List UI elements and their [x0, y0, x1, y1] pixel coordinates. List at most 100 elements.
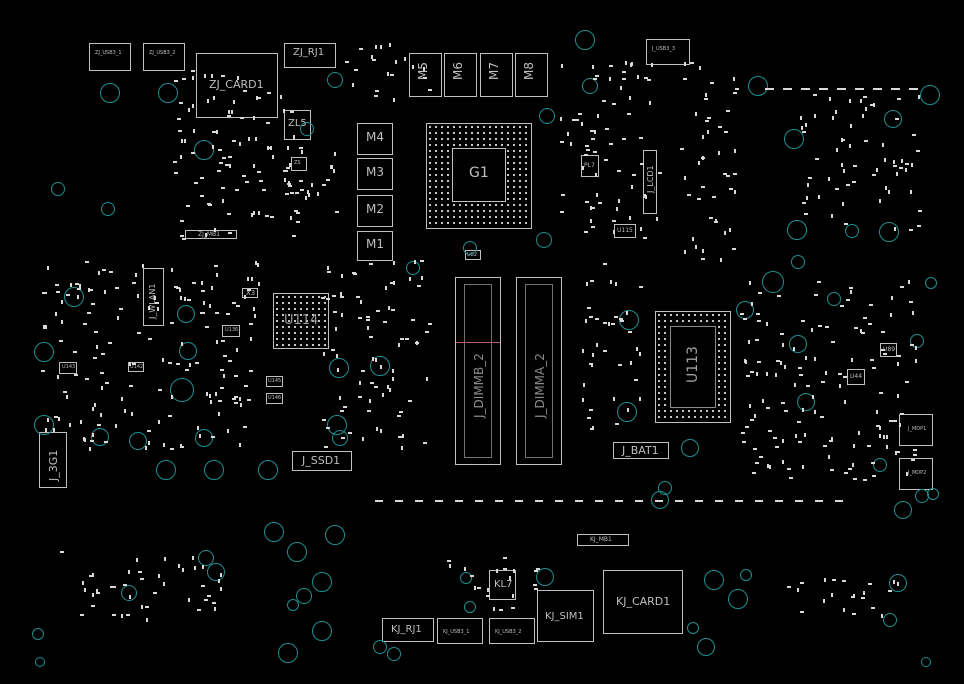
smd-pad — [97, 424, 102, 427]
smd-pad — [861, 114, 864, 119]
smd-pad — [375, 427, 378, 432]
smd-pad — [222, 355, 227, 358]
mounting-hole — [91, 428, 109, 446]
pin-marker-line — [456, 342, 500, 343]
smd-pad — [754, 462, 759, 465]
smd-pad — [747, 340, 750, 345]
u136-label: U136 — [225, 327, 239, 333]
smd-pad — [374, 95, 378, 98]
smd-pad — [380, 428, 383, 433]
smd-pad — [744, 360, 747, 365]
smd-pad — [608, 142, 613, 145]
smd-pad — [696, 198, 701, 201]
smd-pad — [215, 339, 218, 344]
smd-pad — [867, 444, 871, 447]
zj-usb3-2-label: ZJ_USB3_2 — [149, 50, 176, 56]
smd-pad — [176, 287, 181, 290]
smd-pad — [279, 94, 282, 99]
smd-pad — [757, 360, 762, 363]
smd-pad — [244, 181, 249, 184]
smd-pad — [253, 115, 256, 120]
smd-pad — [765, 322, 768, 327]
j-lcd1-connector: J_LCD1 — [643, 150, 657, 214]
m4-memory: M4 — [357, 123, 393, 155]
smd-pad — [131, 362, 136, 365]
u145-chip: U145 — [266, 376, 283, 387]
mounting-hole — [195, 429, 213, 447]
mounting-hole — [278, 643, 298, 663]
zj-card1-label: ZJ_CARD1 — [209, 78, 264, 91]
smd-pad — [448, 563, 451, 568]
smd-pad — [323, 446, 328, 449]
smd-pad — [144, 605, 149, 608]
smd-pad — [570, 141, 573, 146]
smd-pad — [775, 373, 778, 378]
smd-pad — [646, 79, 651, 82]
smd-pad — [724, 130, 729, 133]
smd-pad — [701, 257, 706, 260]
smd-pad — [114, 423, 117, 428]
smd-pad — [414, 260, 416, 265]
trace-segment — [535, 500, 543, 502]
smd-pad — [171, 394, 173, 399]
smd-pad — [173, 286, 178, 289]
smd-pad — [121, 614, 124, 619]
smd-pad — [169, 322, 174, 325]
smd-pad — [153, 295, 156, 300]
smd-pad — [512, 569, 515, 574]
smd-pad — [860, 99, 863, 104]
smd-pad — [613, 397, 616, 402]
m2-memory: M2 — [357, 195, 393, 227]
smd-pad — [238, 141, 241, 146]
kj-mb1-connector: KJ_MB1 — [577, 534, 629, 546]
smd-pad — [393, 260, 396, 265]
smd-pad — [200, 280, 203, 285]
smd-pad — [367, 409, 372, 412]
smd-pad — [805, 122, 808, 127]
j-dimmb-2-inner — [464, 284, 492, 458]
smd-pad — [893, 420, 898, 423]
smd-pad — [146, 430, 151, 433]
smd-pad — [743, 317, 748, 320]
smd-pad — [94, 403, 97, 408]
mounting-hole — [920, 85, 940, 105]
trace-segment — [783, 88, 792, 90]
smd-pad — [882, 142, 885, 147]
smd-pad — [88, 289, 93, 292]
smd-pad — [776, 295, 781, 297]
mounting-hole — [536, 232, 552, 248]
smd-pad — [788, 476, 793, 479]
smd-pad — [851, 358, 854, 363]
smd-pad — [843, 608, 846, 613]
pl7-inductor: PL7 — [581, 155, 599, 177]
trace-segment — [655, 500, 663, 502]
smd-pad — [227, 428, 230, 433]
trace-segment — [891, 88, 900, 90]
trace-segment — [755, 500, 763, 502]
mounting-hole — [463, 241, 477, 255]
smd-pad — [254, 136, 257, 141]
smd-pad — [322, 418, 327, 421]
zj-usb3-1-connector: ZJ_USB3_1 — [89, 43, 131, 71]
smd-pad — [651, 63, 654, 68]
smd-pad — [590, 363, 593, 368]
smd-pad — [611, 102, 616, 105]
smd-pad — [173, 172, 178, 175]
smd-pad — [136, 331, 141, 334]
smd-pad — [201, 584, 206, 587]
smd-pad — [136, 557, 139, 562]
smd-pad — [915, 345, 917, 350]
smd-pad — [219, 572, 222, 577]
smd-pad — [712, 196, 717, 199]
smd-pad — [416, 284, 421, 287]
trace-segment — [815, 500, 823, 502]
smd-pad — [585, 318, 588, 323]
smd-pad — [814, 158, 819, 161]
smd-pad — [733, 149, 736, 154]
smd-pad — [311, 183, 314, 188]
smd-pad — [630, 184, 633, 189]
smd-pad — [746, 374, 751, 377]
smd-pad — [255, 260, 258, 265]
smd-pad — [487, 588, 490, 593]
mounting-hole — [536, 568, 554, 586]
